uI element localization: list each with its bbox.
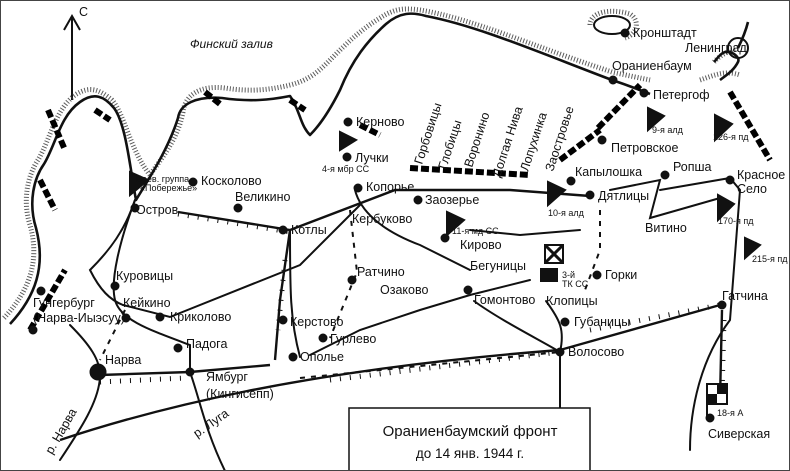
label-petrovskoe: Петровское <box>611 141 678 155</box>
label-krasnoe-selo-2: Село <box>737 182 767 196</box>
title-box: Ораниенбаумский фронт до 14 янв. 1944 г. <box>348 407 591 471</box>
label-klopitsy: Клопицы <box>546 294 598 308</box>
front-lines <box>27 82 773 332</box>
north-arrow-icon <box>63 13 81 100</box>
label-gatchina: Гатчина <box>722 289 768 303</box>
label-siverskaya: Сиверская <box>708 427 770 441</box>
unit-labels: Боев. группа «Побережье» 4-я мбр СС 11-я… <box>136 125 788 418</box>
label-ratchino: Ратчино <box>357 265 405 279</box>
label-kapyloshka: Капылошка <box>575 165 642 179</box>
label-kerstovo: Керстово <box>290 315 343 329</box>
label-vitino: Витино <box>645 221 687 235</box>
river-narva-label: р. Нарва <box>42 406 79 457</box>
label-narva-joesuu: (Нарва-Иыэсуу) <box>33 311 125 325</box>
map-subtitle: до 14 янв. 1944 г. <box>416 446 524 461</box>
label-zaozerye: Заозерье <box>425 193 479 207</box>
label-kronstadt: Кронштадт <box>633 26 697 40</box>
label-globitsy: Глобицы <box>436 118 465 171</box>
sea-label: Финский залив <box>190 37 273 51</box>
corps-flag-icon <box>540 243 565 282</box>
label-3-tk-ss: 3-й <box>562 270 575 280</box>
label-18-a: 18-я А <box>717 408 743 418</box>
coastline <box>2 6 750 325</box>
label-ostrov: Остров <box>136 203 179 217</box>
label-begunitsy: Бегуницы <box>470 259 526 273</box>
label-126-pd: 126-я пд <box>713 132 749 142</box>
label-4-mbr-ss: 4-я мбр СС <box>322 164 370 174</box>
label-gomontovo: Гомонтово <box>474 293 535 307</box>
label-krikolovo: Криколово <box>170 310 231 324</box>
label-petergof: Петергоф <box>653 88 710 102</box>
label-kernovo: Керново <box>356 115 405 129</box>
label-10-ald: 10-я алд <box>548 208 585 218</box>
label-oranienbaum: Ораниенбаум <box>612 59 692 73</box>
label-11-md-ss: 11-я мд СС <box>452 226 499 236</box>
compass-label: С <box>79 5 88 19</box>
label-luchki: Лучки <box>355 151 389 165</box>
label-gungerburg: Гунгербург <box>33 296 95 310</box>
label-narva: Нарва <box>105 353 141 367</box>
label-opolye: Ополье <box>300 350 344 364</box>
label-ropsha: Ропша <box>673 160 712 174</box>
label-yamburg: Ямбург <box>206 370 248 384</box>
label-dyatlitsy: Дятлицы <box>598 189 649 203</box>
label-poberezhye: «Побережье» <box>140 183 197 193</box>
place-labels: Кронштадт Ленинград Ораниенбаум Петергоф… <box>33 26 785 441</box>
label-9-ald: 9-я алд <box>652 125 684 135</box>
label-leningrad: Ленинград <box>685 41 747 55</box>
label-krasnoe-selo: Красное <box>737 168 785 182</box>
label-gurlevo: Гурлево <box>330 332 376 346</box>
unit-flag-icons <box>129 106 762 261</box>
label-boev-gruppa: Боев. группа <box>136 174 189 184</box>
label-kerbukovo: Кербуково <box>352 212 412 226</box>
label-kingisepp: (Кингисепп) <box>206 387 274 401</box>
town-dots <box>28 28 749 423</box>
label-volosovo: Волосово <box>568 345 624 359</box>
label-170-pd: 170-я пд <box>718 216 754 226</box>
label-gubanitsy: Губаницы <box>574 315 630 329</box>
map-title: Ораниенбаумский фронт <box>383 423 558 440</box>
label-koskolovo: Косколово <box>201 174 262 188</box>
label-kotly: Котлы <box>291 223 327 237</box>
army-flag-icon <box>706 383 728 418</box>
label-keykino: Кейкино <box>123 296 171 310</box>
label-velikino: Великино <box>235 190 291 204</box>
label-koporye: Копорье <box>366 180 414 194</box>
label-voronino: Воронино <box>462 110 493 169</box>
label-kirovo: Кирово <box>460 238 502 252</box>
label-padoga: Падога <box>186 337 227 351</box>
label-ozakovo: Озаково <box>380 283 428 297</box>
label-kurovitsy: Куровицы <box>116 269 173 283</box>
label-3-tk-ss-2: ТК СС <box>562 279 589 289</box>
label-215-pd: 215-я пд <box>752 254 788 264</box>
label-gorki: Горки <box>605 268 637 282</box>
